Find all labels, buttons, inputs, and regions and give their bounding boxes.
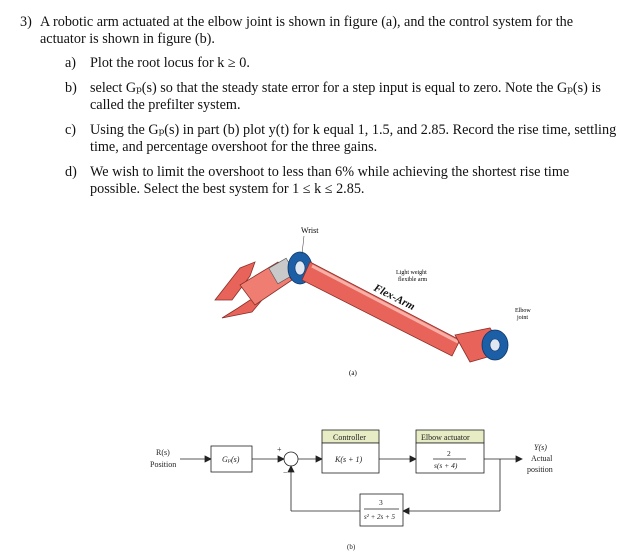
sensor-block — [359, 493, 404, 527]
summing-junction — [283, 451, 299, 467]
wrist-pointer — [301, 235, 305, 255]
part-text: select Gₚ(s) so that the steady state er… — [90, 80, 601, 113]
controller-tf: K(s + 1) — [334, 455, 363, 464]
actuator-numerator: 2 — [447, 449, 451, 458]
actuator-arrowhead — [409, 455, 417, 463]
question-parts: a) Plot the root locus for k ≥ 0. b) sel… — [65, 55, 620, 198]
block-diagram: R(s) Position Gₚ(s) + − Controller K(s +… — [150, 429, 553, 551]
controller-arrowhead — [315, 455, 323, 463]
input-rs-label: R(s) — [156, 448, 170, 457]
controller-block — [321, 442, 380, 474]
actuator-denominator: s(s + 4) — [434, 461, 458, 470]
part-text: Using the Gₚ(s) in part (b) plot y(t) fo… — [90, 122, 617, 155]
question-part-a: a) Plot the root locus for k ≥ 0. — [65, 55, 620, 72]
prefilter-block — [210, 445, 253, 473]
part-label: a) — [65, 55, 77, 71]
output-actual-label: Actual — [531, 454, 553, 463]
arm-highlight — [311, 264, 459, 344]
sensor-denominator: s² + 2s + 5 — [364, 513, 395, 521]
part-label: c) — [65, 122, 77, 138]
actuator-title: Elbow actuator — [421, 433, 470, 442]
sensor-numerator: 3 — [379, 498, 383, 507]
question-part-b: b) select Gₚ(s) so that the steady state… — [65, 80, 620, 114]
input-position-label: Position — [150, 460, 176, 469]
joint-label: joint — [516, 315, 528, 321]
prefilter-label: Gₚ(s) — [222, 455, 240, 464]
summer-minus-sign: − — [283, 468, 288, 477]
input-arrowhead — [204, 455, 212, 463]
flexible-arm-label: flexible arm — [398, 276, 427, 283]
question-part-d: d) We wish to limit the overshoot to les… — [65, 164, 620, 198]
output-ys-label: Y(s) — [534, 443, 547, 452]
feedback-arrowhead — [287, 465, 295, 473]
summer-plus-sign: + — [277, 445, 282, 454]
elbow-label: Elbow — [515, 308, 531, 314]
actuator-block — [415, 442, 485, 474]
part-label: d) — [65, 164, 77, 180]
summer-arrowhead — [277, 455, 285, 463]
light-weight-label: Light weight — [396, 270, 427, 276]
question-block: 3) A robotic arm actuated at the elbow j… — [20, 14, 620, 206]
elbow-bolt — [489, 338, 501, 352]
wrist-bolt — [294, 260, 306, 276]
sensor-arrowhead — [402, 507, 410, 515]
question-number: 3) — [20, 14, 32, 30]
robot-arm-figure: Wrist Light weight flexible arm Flex-Arm… — [214, 226, 531, 377]
part-label: b) — [65, 80, 77, 96]
output-arrowhead — [515, 455, 523, 463]
question-part-c: c) Using the Gₚ(s) in part (b) plot y(t)… — [65, 122, 620, 156]
wrist-label: Wrist — [301, 226, 319, 235]
controller-title: Controller — [333, 433, 366, 442]
figure-a-caption: (a) — [349, 369, 357, 377]
figure-b-caption: (b) — [347, 543, 356, 551]
output-position-label: position — [527, 465, 553, 474]
flexible-arm — [301, 261, 461, 357]
gripper-finger-upper — [214, 261, 256, 301]
part-text: Plot the root locus for k ≥ 0. — [90, 55, 250, 71]
part-text: We wish to limit the overshoot to less t… — [90, 164, 570, 197]
question-intro: A robotic arm actuated at the elbow join… — [40, 14, 574, 47]
